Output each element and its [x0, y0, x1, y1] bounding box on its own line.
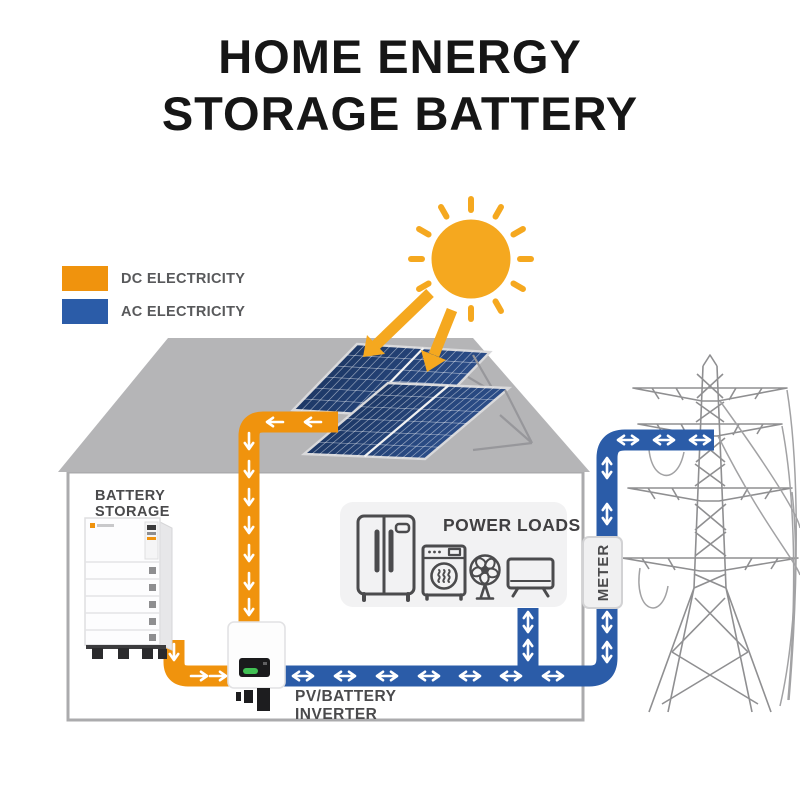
legend: DC ELECTRICITY AC ELECTRICITY	[62, 266, 245, 332]
legend-item-ac: AC ELECTRICITY	[62, 299, 245, 324]
dc-color-swatch	[62, 266, 108, 291]
transmission-tower-icon	[621, 354, 800, 713]
inverter-label-line2: INVERTER	[295, 706, 377, 723]
ac-color-swatch	[62, 299, 108, 324]
inverter-icon	[227, 621, 286, 711]
page-title-line2: STORAGE BATTERY	[161, 87, 639, 140]
tv-icon	[506, 557, 555, 598]
battery-label-line2: STORAGE	[95, 504, 170, 520]
inverter-label-line1: PV/BATTERY	[295, 688, 397, 705]
battery-logo	[90, 523, 95, 528]
meter: METER	[582, 536, 623, 609]
meter-box	[582, 536, 623, 609]
page-title: HOME ENERGY STORAGE BATTERY	[0, 28, 800, 142]
dc-pipe-battery-to-inverter	[163, 640, 230, 687]
power-loads-panel: POWER LOADS	[340, 502, 581, 607]
page-title-line1: HOME ENERGY	[218, 30, 582, 83]
battery-tower-icon	[84, 517, 173, 659]
sun-icon	[363, 199, 531, 372]
refrigerator-icon	[356, 514, 416, 602]
power-loads-label: POWER LOADS	[443, 515, 581, 535]
panel-stand-front	[472, 389, 533, 452]
solar-panel-icon	[293, 344, 532, 459]
legend-item-dc: DC ELECTRICITY	[62, 266, 245, 291]
dc-pipe-group	[163, 411, 338, 687]
battery-label-line1: BATTERY	[95, 488, 165, 504]
legend-label-dc: DC ELECTRICITY	[121, 270, 246, 287]
fan-icon	[469, 554, 501, 600]
sunlight-arrows	[363, 289, 458, 372]
washing-machine-icon	[421, 544, 467, 601]
meter-label: METER	[595, 544, 612, 602]
legend-label-ac: AC ELECTRICITY	[121, 303, 246, 320]
